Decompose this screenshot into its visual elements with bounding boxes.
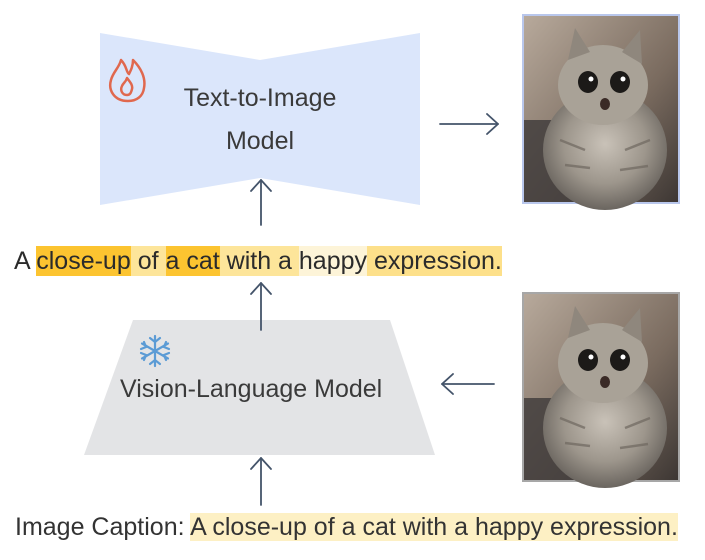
output-cat-image bbox=[522, 14, 680, 210]
vlm-label: Vision-Language Model bbox=[120, 375, 383, 403]
text-to-image-model-block bbox=[100, 33, 420, 205]
arrow-t2i-to-output-image bbox=[439, 113, 499, 135]
caption-segment: expression. bbox=[367, 246, 502, 276]
vision-language-model-block bbox=[84, 320, 435, 455]
caption-segment: close-up bbox=[36, 246, 131, 276]
caption-segment: of bbox=[130, 246, 166, 276]
t2i-label-line2: Model bbox=[225, 127, 295, 155]
flame-icon bbox=[109, 58, 146, 103]
arrow-input-caption-to-vlm bbox=[250, 457, 272, 506]
caption-segment: A bbox=[14, 246, 37, 276]
input-caption-prefix: Image Caption: bbox=[15, 513, 191, 541]
input-caption-text: A close-up of a cat with a happy express… bbox=[190, 513, 678, 541]
arrow-caption-to-t2i bbox=[250, 179, 272, 226]
t2i-label-line1: Text-to-Image bbox=[183, 84, 337, 112]
caption-segment: happy bbox=[298, 246, 368, 276]
caption-segment: with a bbox=[219, 246, 299, 276]
input-caption-line: Image Caption: A close-up of a cat with … bbox=[15, 510, 678, 544]
arrow-input-image-to-vlm bbox=[441, 373, 495, 395]
generated-caption: A close-up of a cat with a happy express… bbox=[14, 244, 502, 278]
caption-segment: a cat bbox=[165, 246, 220, 276]
snowflake-icon bbox=[139, 334, 171, 368]
input-cat-image bbox=[522, 292, 680, 488]
arrow-vlm-to-caption bbox=[250, 282, 272, 331]
